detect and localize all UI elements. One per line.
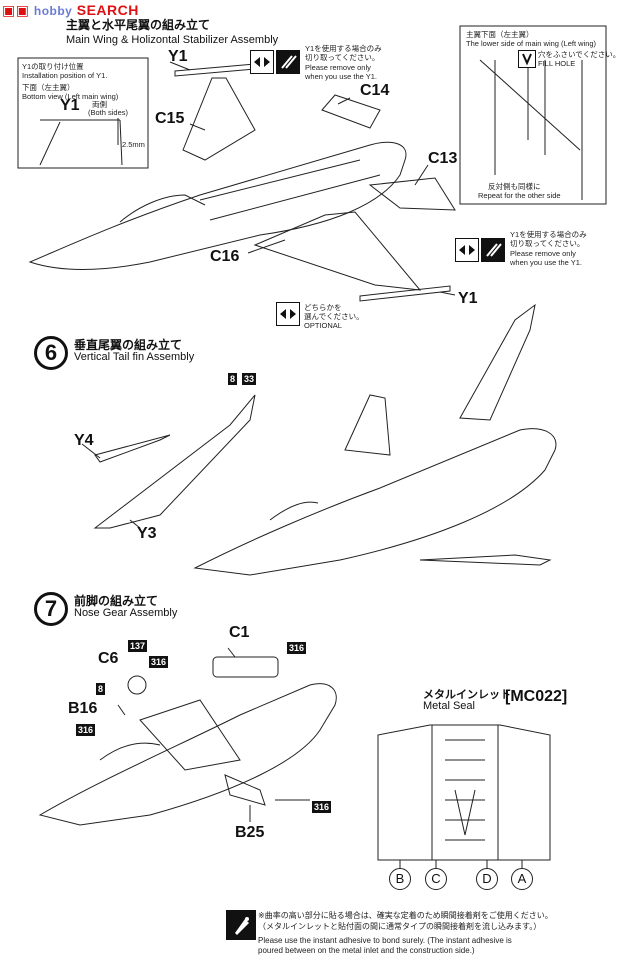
label-y1-top: Y1 <box>168 48 188 65</box>
seal-marker-c: C <box>425 868 447 890</box>
glue-icon <box>226 910 256 940</box>
label-c13: C13 <box>428 150 458 167</box>
footer-jp1: ※曲率の高い部分に貼る場合は、確実な定着のため瞬間接着剤をご使用ください。 <box>258 911 553 920</box>
part-b25 <box>224 774 266 806</box>
metal-seal-frame <box>377 724 551 861</box>
watermark: ▣▣ hobby SEARCH <box>2 2 139 19</box>
remove-icon-top <box>250 50 274 74</box>
part-c15 <box>182 77 256 161</box>
footer-en1: Please use the instant adhesive to bond … <box>258 936 512 945</box>
watermark-site: hobby <box>33 4 73 18</box>
remove-top-en1: Please remove only <box>305 63 371 72</box>
inset-right-line2: The lower side of main wing (Left wing) <box>466 39 597 48</box>
watermark-brand: SEARCH <box>76 2 139 18</box>
paint-316-c1: 316 <box>287 642 307 654</box>
paint-316-b25: 316 <box>312 801 332 813</box>
optional-icon <box>276 302 300 326</box>
inset-right-repeat-jp: 反対側も同様に <box>488 182 541 191</box>
optional-en: OPTIONAL <box>304 321 342 330</box>
remove-bottom-en1: Please remove only <box>510 249 576 258</box>
part-c6 <box>127 675 147 695</box>
inset-left-line3: 下面（左主翼） <box>22 83 75 92</box>
remove-bottom-jp1: Y1を使用する場合のみ <box>510 230 587 239</box>
footer-jp2: （メタルインレットと貼付面の間に通常タイプの瞬間接着剤を流し込みます。） <box>258 922 542 931</box>
paint-316-c6: 316 <box>149 656 169 668</box>
fill-hole-icon <box>518 50 536 68</box>
remove-bottom-en2: when you use the Y1. <box>510 258 582 267</box>
part-y4 <box>94 434 171 463</box>
label-y1-bottom: Y1 <box>458 290 478 307</box>
label-y4: Y4 <box>74 432 94 449</box>
seal-marker-b: B <box>389 868 411 890</box>
optional-jp1: どちらかを <box>304 303 342 312</box>
label-b25: B25 <box>235 824 265 841</box>
remove-icon-bottom <box>455 238 479 262</box>
remove-top-jp2: 切り取ってください。 <box>305 53 380 62</box>
label-c1: C1 <box>229 624 250 641</box>
cut-icon-top <box>276 50 300 74</box>
inset-left-both-jp: 両側 <box>92 100 107 109</box>
label-y3: Y3 <box>137 525 157 542</box>
inset-left-part-y1: Y1 <box>60 97 80 114</box>
metal-seal-en: Metal Seal <box>423 700 475 712</box>
paint-8-b16: 8 <box>96 683 106 695</box>
metal-seal-code: [MC022] <box>505 688 568 705</box>
step6-fin-right <box>459 303 536 421</box>
inset-left-line4: Bottom view (Left main wing) <box>22 92 119 101</box>
inset-right-frame <box>459 25 607 205</box>
inset-left-both-en: (Both sides) <box>88 108 129 117</box>
fill-hole-en: FILL HOLE <box>538 59 576 68</box>
step7-title-jp: 前脚の組み立て <box>74 594 159 608</box>
inset-right-repeat-en: Repeat for the other side <box>478 191 561 200</box>
step6-number: 6 <box>34 336 68 370</box>
cut-icon-bottom <box>481 238 505 262</box>
label-c14: C14 <box>360 82 390 99</box>
paint-8: 8 <box>228 373 238 385</box>
part-c13 <box>368 177 456 211</box>
step5-title-jp: 主翼と水平尾翼の組み立て <box>66 18 211 32</box>
part-c1 <box>212 656 279 678</box>
inset-right-line1: 主翼下面（左主翼） <box>466 30 534 39</box>
step6-fin-left <box>93 394 256 529</box>
step6-title-jp: 垂直尾翼の組み立て <box>74 338 183 352</box>
step7-title-en: Nose Gear Assembly <box>74 607 178 619</box>
step5-fuselage <box>28 141 407 270</box>
part-y1-bottom <box>359 285 451 302</box>
watermark-logo: ▣▣ <box>2 2 30 18</box>
inset-left-line2: Installation position of Y1. <box>22 71 108 80</box>
label-c6: C6 <box>98 650 119 667</box>
label-c15: C15 <box>155 110 185 127</box>
step7-fuselage <box>38 683 337 826</box>
part-c16 <box>253 211 422 291</box>
step6-fuselage <box>193 428 557 576</box>
remove-top-en2: when you use the Y1. <box>305 72 377 81</box>
metal-seal-jp: メタルインレット <box>423 689 511 701</box>
paint-137: 137 <box>128 640 148 652</box>
remove-bottom-jp2: 切り取ってください。 <box>510 239 585 248</box>
optional-jp2: 選んでください。 <box>304 312 364 321</box>
part-c14 <box>321 94 381 129</box>
step6-title-en: Vertical Tail fin Assembly <box>74 351 195 363</box>
label-b16: B16 <box>68 700 98 717</box>
step5-title-en: Main Wing & Holizontal Stabilizer Assemb… <box>66 34 279 46</box>
remove-top-jp1: Y1を使用する場合のみ <box>305 44 382 53</box>
seal-marker-d: D <box>476 868 498 890</box>
seal-marker-a: A <box>511 868 533 890</box>
fill-hole-jp: 穴をふさいでください。 <box>538 50 621 59</box>
label-c16: C16 <box>210 248 240 265</box>
inset-left-line1: Y1の取り付け位置 <box>22 62 84 71</box>
inset-left-dim: 2.5mm <box>122 140 145 149</box>
step7-number: 7 <box>34 592 68 626</box>
inset-left-frame <box>17 57 149 169</box>
paint-316-b16: 316 <box>76 724 96 736</box>
footer-en2: poured between on the metal inlet and th… <box>258 946 475 955</box>
paint-33: 33 <box>242 373 257 385</box>
